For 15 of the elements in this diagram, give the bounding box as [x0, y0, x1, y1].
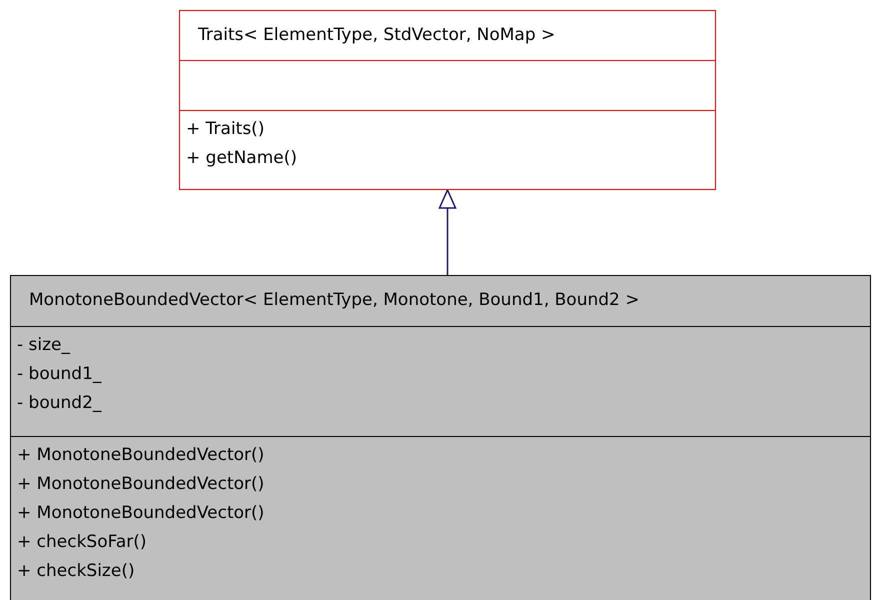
method-text: + getName() — [186, 147, 297, 170]
method-text: + checkSoFar() — [17, 531, 147, 554]
class-box — [179, 10, 716, 190]
class-name: Traits< ElementType, StdVector, NoMap > — [198, 24, 556, 47]
method-text: + MonotoneBoundedVector() — [17, 444, 264, 467]
attribute-text: - bound2_ — [17, 392, 102, 415]
method-text: + MonotoneBoundedVector() — [17, 473, 264, 496]
method-text: + checkSize() — [17, 560, 135, 583]
inheritance-arrow — [438, 189, 456, 275]
class-box — [10, 275, 871, 600]
class-name: MonotoneBoundedVector< ElementType, Monotone, Bound1, Bound2 > — [29, 289, 640, 312]
attribute-text: - bound1_ — [17, 363, 102, 386]
method-text: + Traits() — [186, 118, 264, 141]
method-text: + MonotoneBoundedVector() — [17, 502, 264, 525]
attribute-text: - size_ — [17, 334, 70, 357]
